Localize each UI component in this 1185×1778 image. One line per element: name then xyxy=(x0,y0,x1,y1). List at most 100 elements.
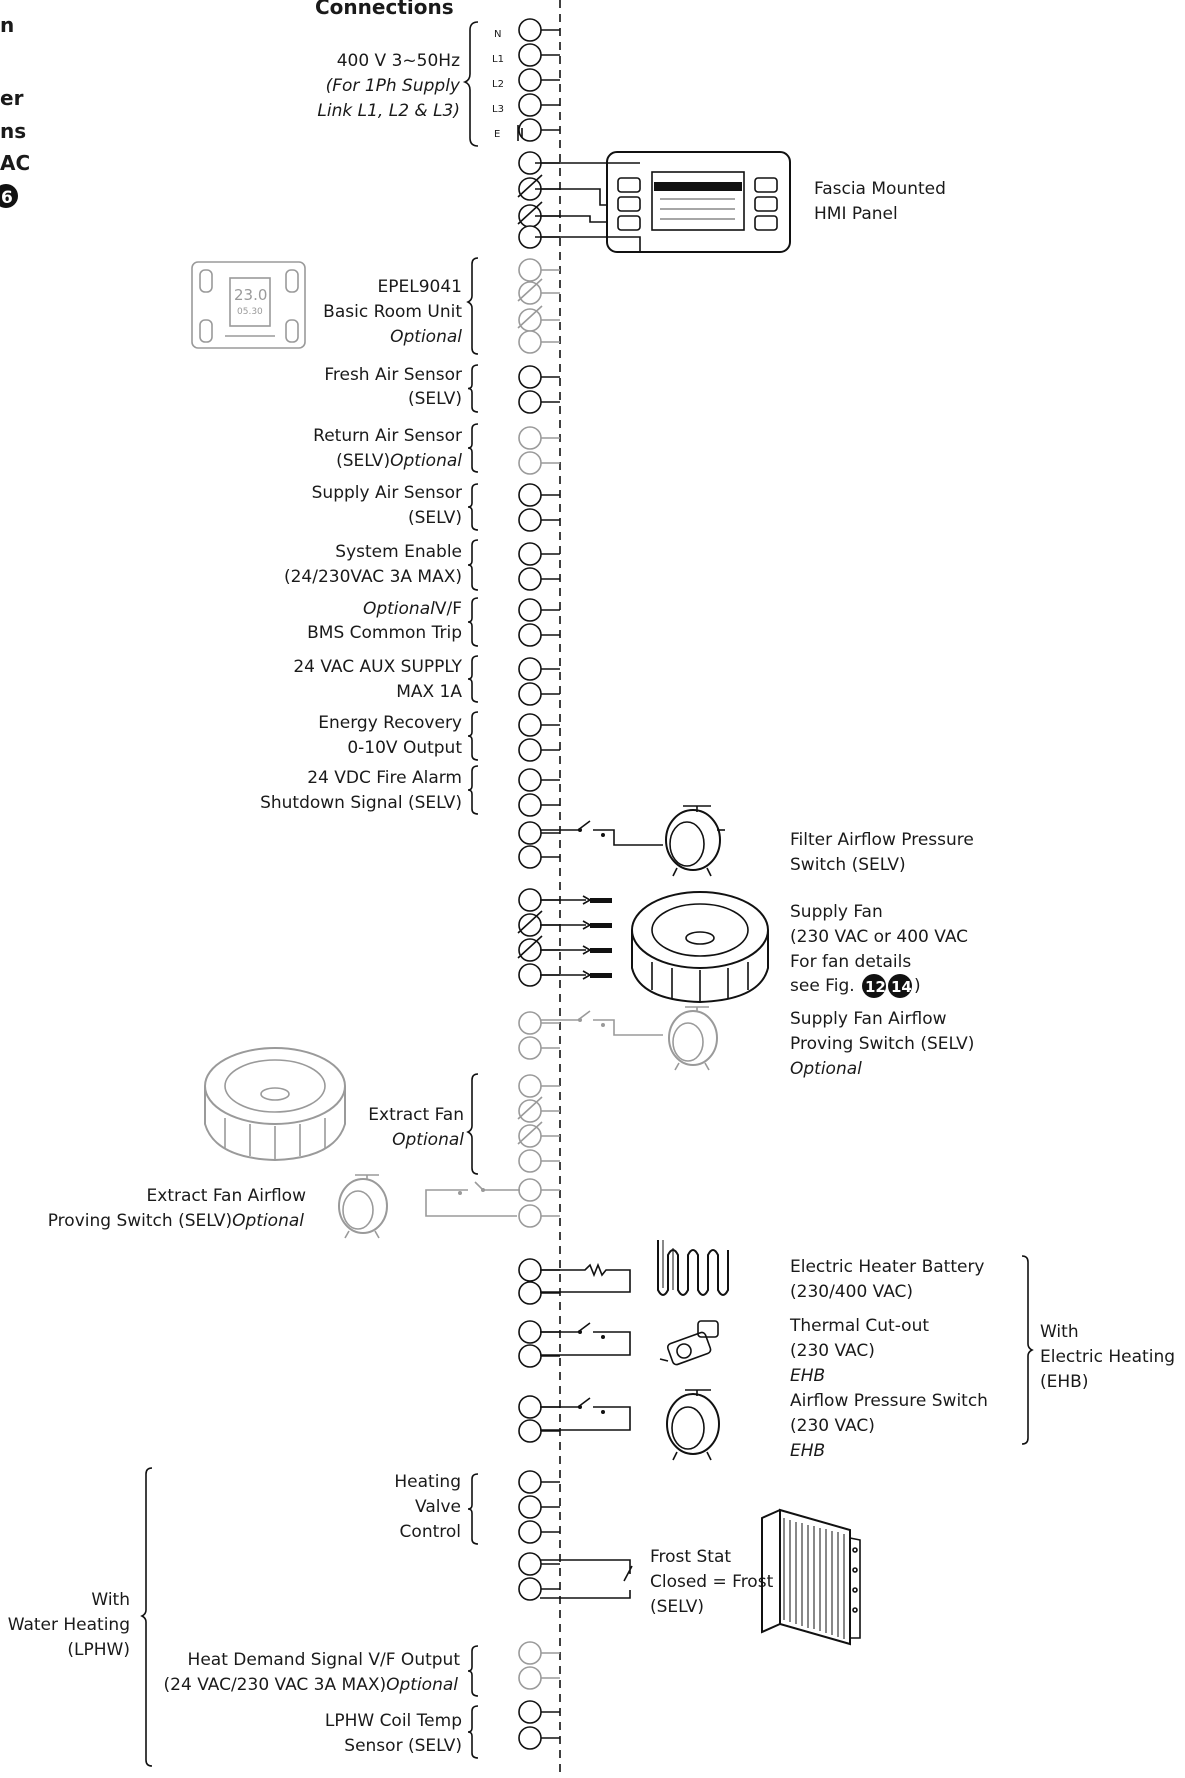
thermal-cutout-label-2: (230 VAC) xyxy=(790,1341,875,1361)
terminal xyxy=(518,451,542,475)
room-unit: 23.0 05.30 xyxy=(191,261,306,349)
right-labels: Fascia Mounted HMI Panel Filter Airflow … xyxy=(650,179,1175,1617)
terminal-label-e: E xyxy=(494,129,500,140)
terminal xyxy=(518,330,542,354)
thermal-cutout-label-1: Thermal Cut-out xyxy=(789,1316,929,1336)
supply-proving-label-1: Supply Fan Airflow xyxy=(790,1009,947,1029)
extract-proving-switch-icon xyxy=(338,1174,388,1239)
supply-terminal-labels: N L1 L2 L3 E xyxy=(492,29,504,140)
terminal xyxy=(518,1520,542,1544)
ehb-airflow-switch-icon xyxy=(666,1389,720,1461)
electric-heating-label-3: (EHB) xyxy=(1040,1372,1088,1392)
terminal xyxy=(518,1726,542,1750)
frost-stat-label-2: Closed = Frost xyxy=(650,1572,774,1592)
hmi-screen xyxy=(651,171,745,231)
room-unit-label-2: Basic Room Unit xyxy=(323,302,462,322)
label-brace xyxy=(467,364,479,413)
lphw-label-1: LPHW Coil Temp xyxy=(325,1711,462,1731)
terminal xyxy=(518,1577,542,1601)
supply-fan-label-3: For fan details xyxy=(790,952,911,972)
terminal xyxy=(518,1281,542,1305)
supply-fan-label-1: Supply Fan xyxy=(790,902,883,922)
terminal-link xyxy=(517,935,543,959)
terminal xyxy=(518,365,542,389)
bms-label-2: BMS Common Trip xyxy=(307,623,462,643)
heater-battery-label-1: Electric Heater Battery xyxy=(790,1257,985,1277)
supply-proving-label-3: Optional xyxy=(790,1059,862,1079)
filter-switch-label-1: Filter Airflow Pressure xyxy=(790,830,974,850)
terminal xyxy=(518,1258,542,1282)
label-brace xyxy=(467,423,479,473)
terminal xyxy=(518,623,542,647)
supply-fan-label-4: see Fig. xyxy=(790,976,855,996)
label-brace xyxy=(467,1705,479,1759)
terminal xyxy=(518,258,542,282)
system-enable-label-1: System Enable xyxy=(335,542,462,562)
lphw-label-2: Sensor (SELV) xyxy=(344,1736,462,1756)
supply-label-1: 400 V 3~50Hz xyxy=(337,51,460,71)
terminal xyxy=(518,1470,542,1494)
terminal xyxy=(518,426,542,450)
terminal xyxy=(518,1495,542,1519)
terminal xyxy=(518,68,542,92)
hmi-panel-frame xyxy=(606,151,791,253)
label-brace xyxy=(467,655,479,703)
terminal xyxy=(518,1419,542,1443)
aps-label-1: Airflow Pressure Switch xyxy=(790,1391,988,1411)
terminal xyxy=(518,542,542,566)
terminal-link xyxy=(517,278,543,302)
thermal-cutout xyxy=(540,1320,719,1366)
return-air-label-2: (SELV)Optional xyxy=(336,451,462,471)
label-brace xyxy=(467,711,479,761)
extract-fan-label-1: Extract Fan xyxy=(368,1105,464,1125)
bms-label-1: OptionalV/F xyxy=(363,599,462,619)
extract-fan-label-2: Optional xyxy=(392,1130,464,1150)
terminal-label-l2: L2 xyxy=(492,79,504,90)
terminal xyxy=(518,93,542,117)
electric-heating-brace xyxy=(1021,1255,1034,1445)
hmi-button-left-3 xyxy=(617,215,641,231)
hmi-button-left-1 xyxy=(617,177,641,193)
terminal xyxy=(518,1124,542,1148)
supply-fan-label-5: ) xyxy=(914,976,921,996)
terminal xyxy=(518,821,542,845)
supply-fan-connectors xyxy=(582,895,612,980)
return-air-label-1: Return Air Sensor xyxy=(313,426,462,446)
terminal xyxy=(518,682,542,706)
hmi-wires xyxy=(535,162,641,252)
fire-alarm-label-2: Shutdown Signal (SELV) xyxy=(260,793,462,813)
label-brace xyxy=(467,539,479,591)
frost-stat-label-1: Frost Stat xyxy=(650,1547,731,1567)
terminal xyxy=(518,793,542,817)
braces xyxy=(140,21,1034,1767)
supply-proving-switch xyxy=(540,1006,718,1071)
terminal-label-l1: L1 xyxy=(492,54,504,65)
room-unit-label-1: EPEL9041 xyxy=(378,277,462,297)
fresh-air-label-2: (SELV) xyxy=(408,389,462,409)
terminal xyxy=(518,483,542,507)
terminal xyxy=(518,308,542,332)
hmi-label-1: Fascia Mounted xyxy=(814,179,946,199)
terminal xyxy=(518,1344,542,1368)
terminal xyxy=(518,1099,542,1123)
room-unit-label-3: Optional xyxy=(390,327,462,347)
terminal xyxy=(518,713,542,737)
extract-fan xyxy=(204,1047,346,1162)
terminal xyxy=(518,1666,542,1690)
terminal xyxy=(518,43,542,67)
terminal-label-l3: L3 xyxy=(492,104,504,115)
side-fragment-3: ns xyxy=(0,119,26,143)
extract-proving-label-2: Proving Switch (SELV)Optional xyxy=(48,1211,305,1231)
side-badge xyxy=(0,184,18,208)
extract-proving-label-1: Extract Fan Airflow xyxy=(147,1186,307,1206)
label-brace xyxy=(467,1473,479,1545)
filter-pressure-switch xyxy=(540,805,725,877)
terminal xyxy=(518,1036,542,1060)
water-heating-label-2: Water Heating xyxy=(8,1615,130,1635)
water-heating-label-1: With xyxy=(91,1590,130,1610)
lphw-coil-icon xyxy=(761,1508,861,1646)
aps-label-3: EHB xyxy=(790,1441,825,1461)
room-unit-brace xyxy=(466,257,479,355)
water-heating-label-3: (LPHW) xyxy=(67,1640,130,1660)
